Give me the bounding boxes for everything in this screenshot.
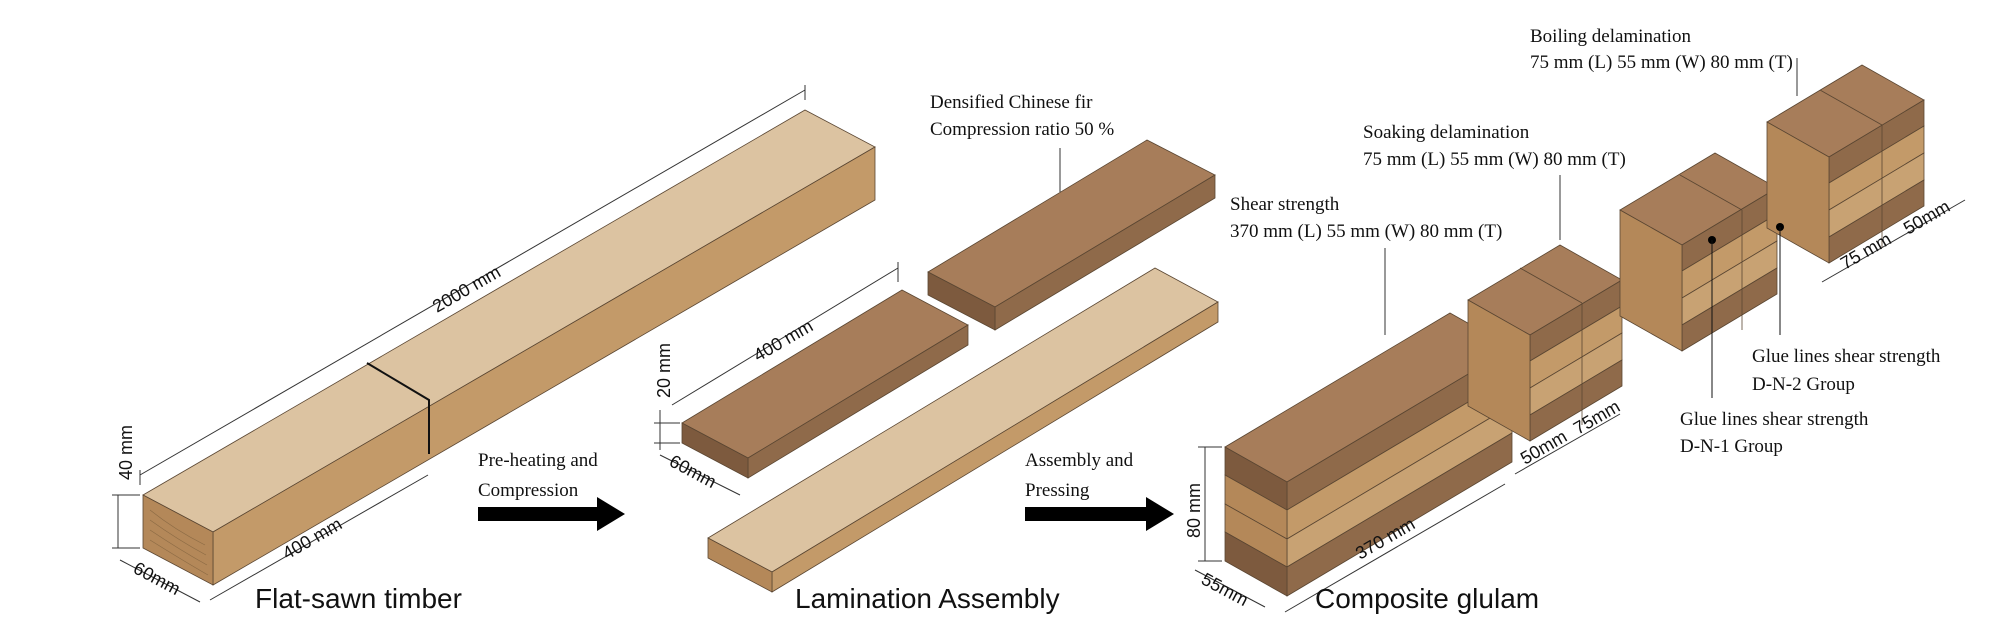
- timber-dimension-lines: [112, 85, 806, 603]
- process-arrow-2: [1025, 497, 1174, 531]
- soak-test-size: 75 mm (L) 55 mm (W) 80 mm (T): [1363, 149, 1626, 170]
- glue-line-2-title: Glue lines shear strength: [1752, 346, 1941, 367]
- lamination-thickness-label: 20 mm: [654, 343, 674, 398]
- shear-test-size: 370 mm (L) 55 mm (W) 80 mm (T): [1230, 221, 1502, 242]
- glue-line-1-title: Glue lines shear strength: [1680, 409, 1869, 430]
- glulam-height-label: 80 mm: [1184, 483, 1204, 538]
- boil-test-size: 75 mm (L) 55 mm (W) 80 mm (T): [1530, 52, 1793, 73]
- densified-label-line2: Compression ratio 50 %: [930, 119, 1114, 140]
- glue-line-shear-specimen: [1619, 152, 1778, 352]
- glulam-leader-lines: [1194, 58, 1966, 613]
- boiling-delamination-specimen: [1766, 64, 1925, 264]
- lamination-dimension-lines: [654, 148, 1061, 496]
- caption-composite: Composite glulam: [1315, 583, 1539, 614]
- process-step-1-line2: Compression: [478, 480, 579, 501]
- flat-sawn-timber-beam: [142, 109, 876, 586]
- densified-label-line1: Densified Chinese fir: [930, 92, 1093, 113]
- caption-lamination: Lamination Assembly: [795, 583, 1060, 614]
- process-step-2-line2: Pressing: [1025, 480, 1090, 501]
- densified-lamella-long: [927, 139, 1216, 331]
- timber-end-grain: [149, 509, 209, 576]
- densified-lamella-short: [681, 289, 969, 479]
- process-arrow-1: [478, 497, 625, 531]
- soak-test-title: Soaking delamination: [1363, 122, 1530, 143]
- light-lamella: [707, 267, 1219, 593]
- caption-flat-sawn: Flat-sawn timber: [255, 583, 462, 614]
- cut-line: [366, 362, 430, 454]
- glue-line-2-group: D-N-2 Group: [1752, 374, 1855, 395]
- process-step-1-line1: Pre-heating and: [478, 450, 598, 471]
- soaking-delamination-specimen: [1467, 244, 1623, 442]
- shear-strength-specimen: [1224, 312, 1513, 597]
- timber-end-face: [142, 494, 214, 586]
- boil-test-title: Boiling delamination: [1530, 26, 1691, 47]
- timber-thickness-label: 40 mm: [116, 425, 136, 480]
- glue-line-1-group: D-N-1 Group: [1680, 436, 1783, 457]
- shear-test-title: Shear strength: [1230, 194, 1340, 215]
- process-step-2-line1: Assembly and: [1025, 450, 1134, 471]
- glulam-width-label: 55mm: [1198, 569, 1252, 610]
